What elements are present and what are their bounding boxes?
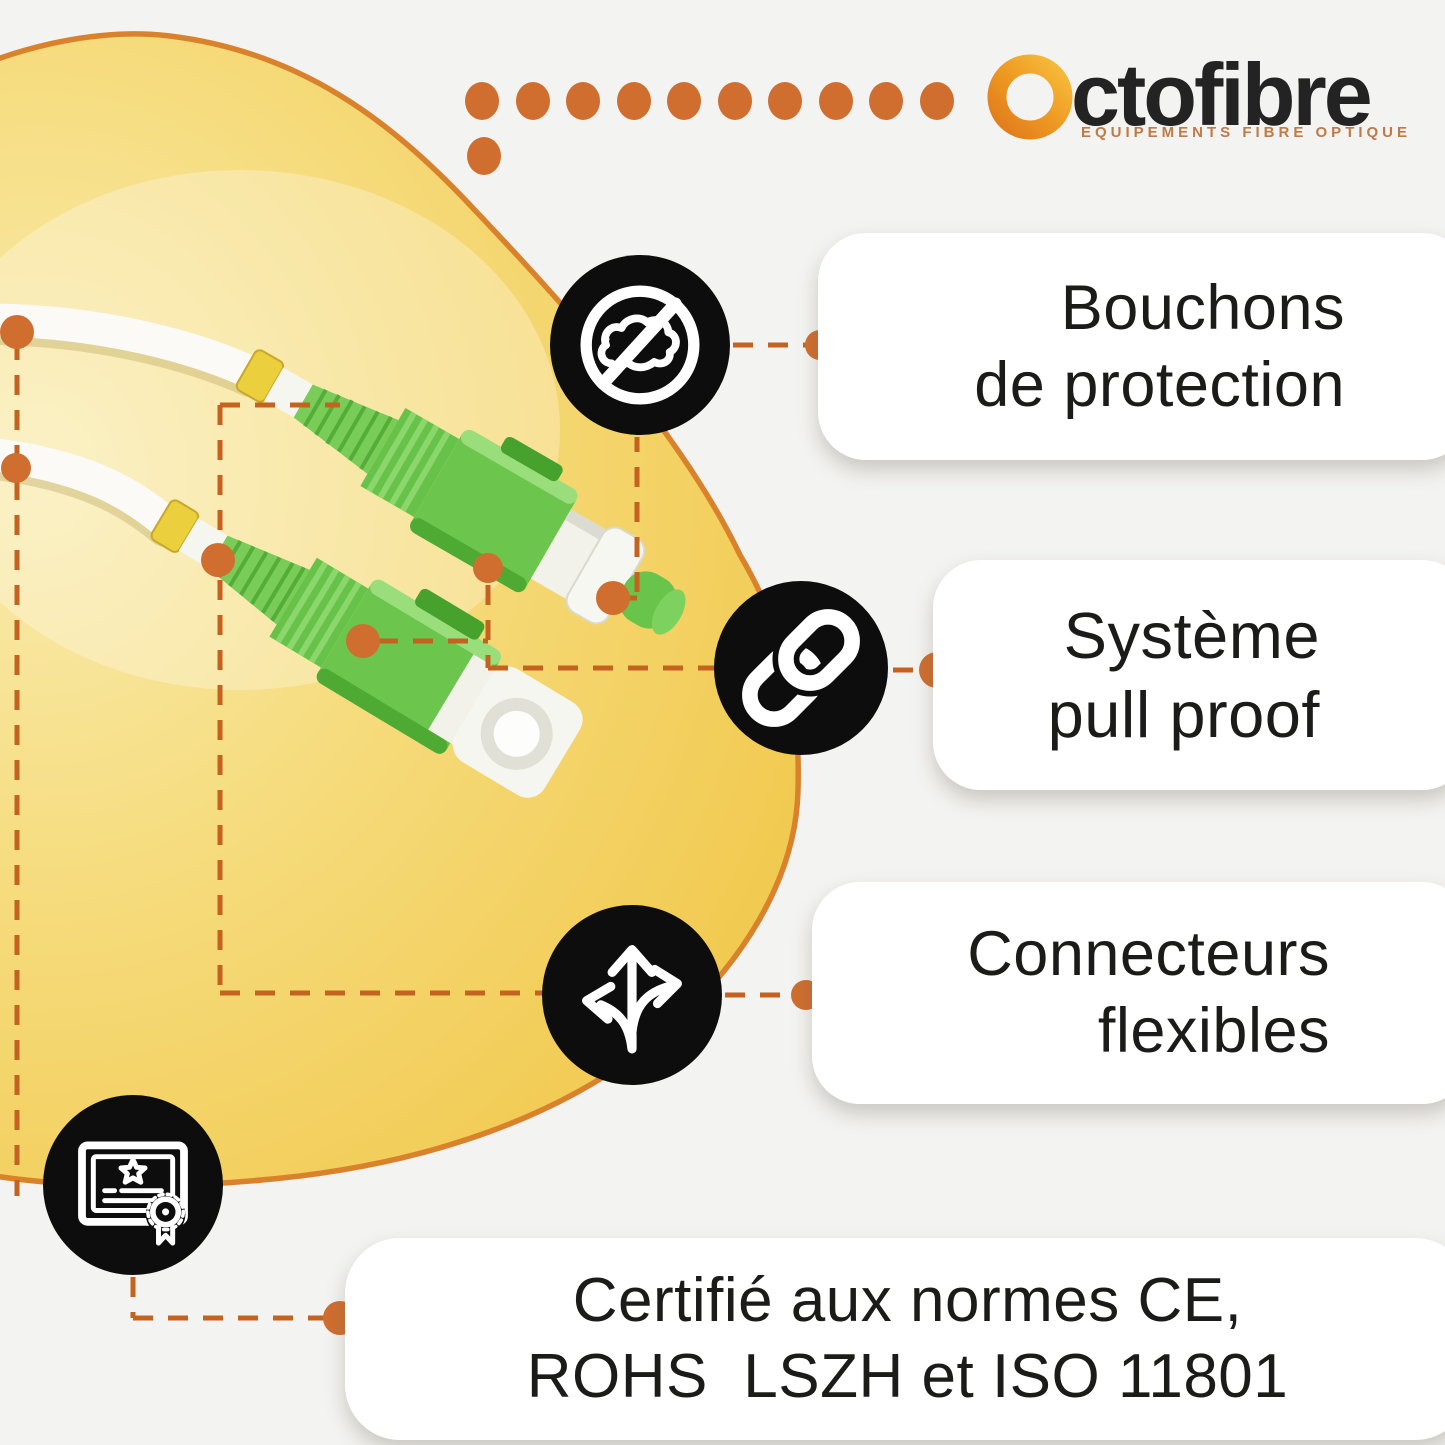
logo-tagline: EQUIPEMENTS FIBRE OPTIQUE xyxy=(1081,124,1412,141)
callout-card-flexible-connectors: Connecteurs flexibles xyxy=(812,882,1445,1104)
callout-title-line: flexibles xyxy=(1097,996,1330,1066)
callout-title-line: Connecteurs xyxy=(967,919,1330,989)
direction-arrows-icon xyxy=(542,905,722,1085)
callout-title-line: de protection xyxy=(974,349,1345,420)
logo-o-ring-icon xyxy=(987,54,1073,140)
octofibre-logo: ctofibre EQUIPEMENTS FIBRE OPTIQUE xyxy=(985,45,1445,170)
callout-card-protection-caps: Bouchons de protection xyxy=(818,233,1445,460)
callout-title-line: ROHS LSZH et ISO 11801 xyxy=(526,1342,1289,1411)
chain-link-icon xyxy=(714,581,888,755)
callout-arrows xyxy=(1372,321,1445,1358)
callout-title-line: pull proof xyxy=(1047,678,1320,751)
callout-title-line: Bouchons xyxy=(1060,272,1345,343)
callout-title-line: Système xyxy=(1063,599,1320,672)
photo-highlight xyxy=(0,170,560,690)
callout-card-pull-proof: Système pull proof xyxy=(933,560,1445,790)
callout-title-line: Certifié aux normes CE, xyxy=(572,1266,1243,1335)
callout-card-certifications: Certifié aux normes CE, ROHS LSZH et ISO… xyxy=(345,1238,1445,1440)
no-dust-icon xyxy=(550,255,730,435)
certificate-icon xyxy=(43,1095,223,1275)
dotted-row-decoration xyxy=(465,82,954,175)
logo-wordmark: ctofibre xyxy=(1071,45,1373,144)
sc-connector-top xyxy=(235,349,686,635)
